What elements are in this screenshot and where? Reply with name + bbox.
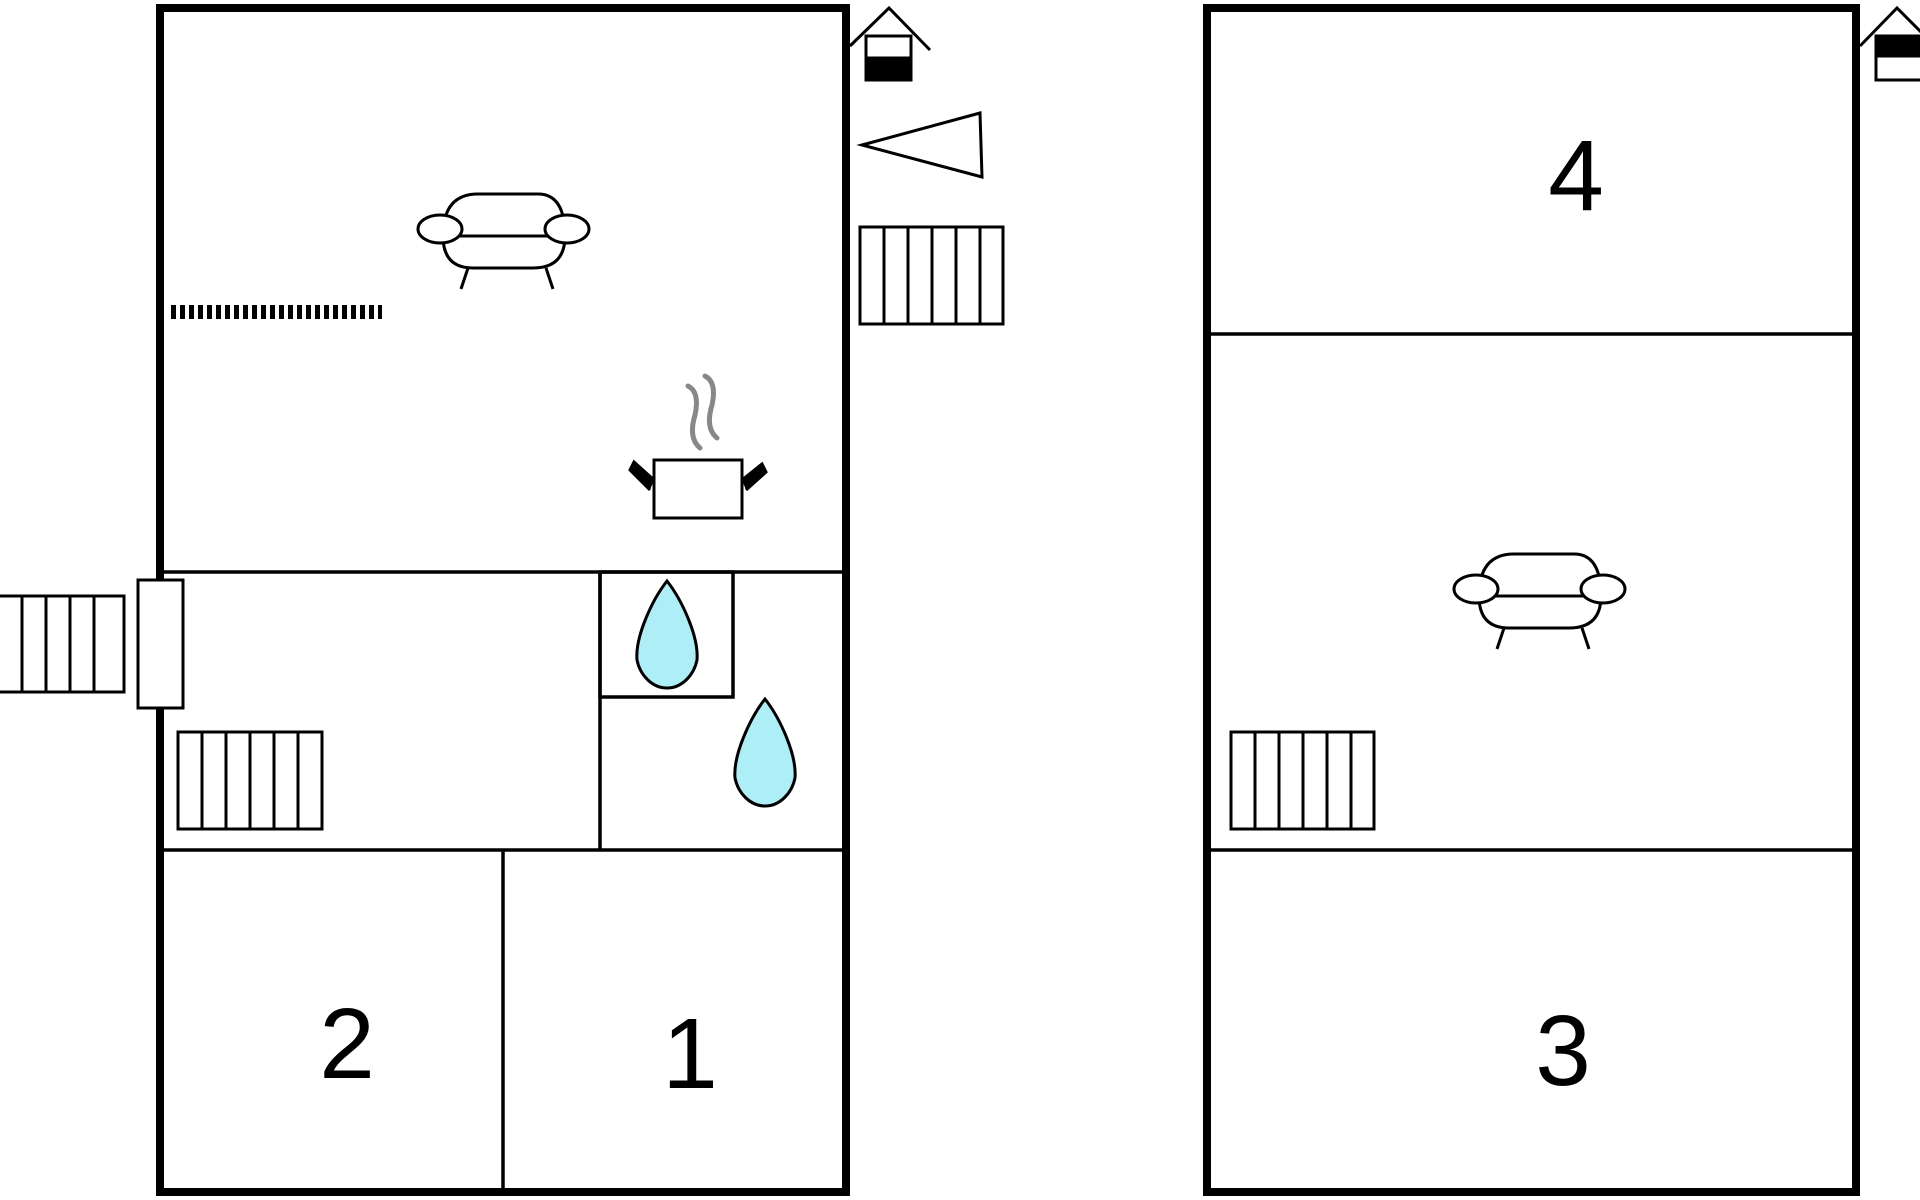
armchair-icon bbox=[1452, 552, 1627, 650]
room-number-2: 2 bbox=[319, 988, 375, 1100]
radiator-icon bbox=[1229, 730, 1376, 831]
right-floor: 4 3 bbox=[1203, 4, 1920, 1196]
armchair-icon bbox=[416, 192, 591, 290]
stairs-icon bbox=[1858, 5, 1920, 82]
deck-icon bbox=[0, 594, 126, 694]
door-icon bbox=[136, 578, 185, 710]
room-number-1: 1 bbox=[662, 998, 718, 1110]
shower-cubicle bbox=[598, 570, 735, 699]
water-drop-icon bbox=[635, 578, 699, 690]
water-drop-icon bbox=[733, 696, 797, 808]
stairs-icon bbox=[848, 5, 932, 82]
tent-icon bbox=[856, 111, 984, 179]
cooking-pot-icon bbox=[628, 373, 768, 520]
room-number-3: 3 bbox=[1535, 995, 1591, 1107]
right-floor-outer-wall bbox=[1203, 4, 1860, 1196]
radiator-icon bbox=[176, 730, 324, 831]
outdoor-area bbox=[848, 5, 1005, 326]
room-number-4: 4 bbox=[1548, 120, 1604, 232]
deck-icon bbox=[858, 225, 1005, 326]
left-floor: 2 1 bbox=[0, 4, 850, 1196]
